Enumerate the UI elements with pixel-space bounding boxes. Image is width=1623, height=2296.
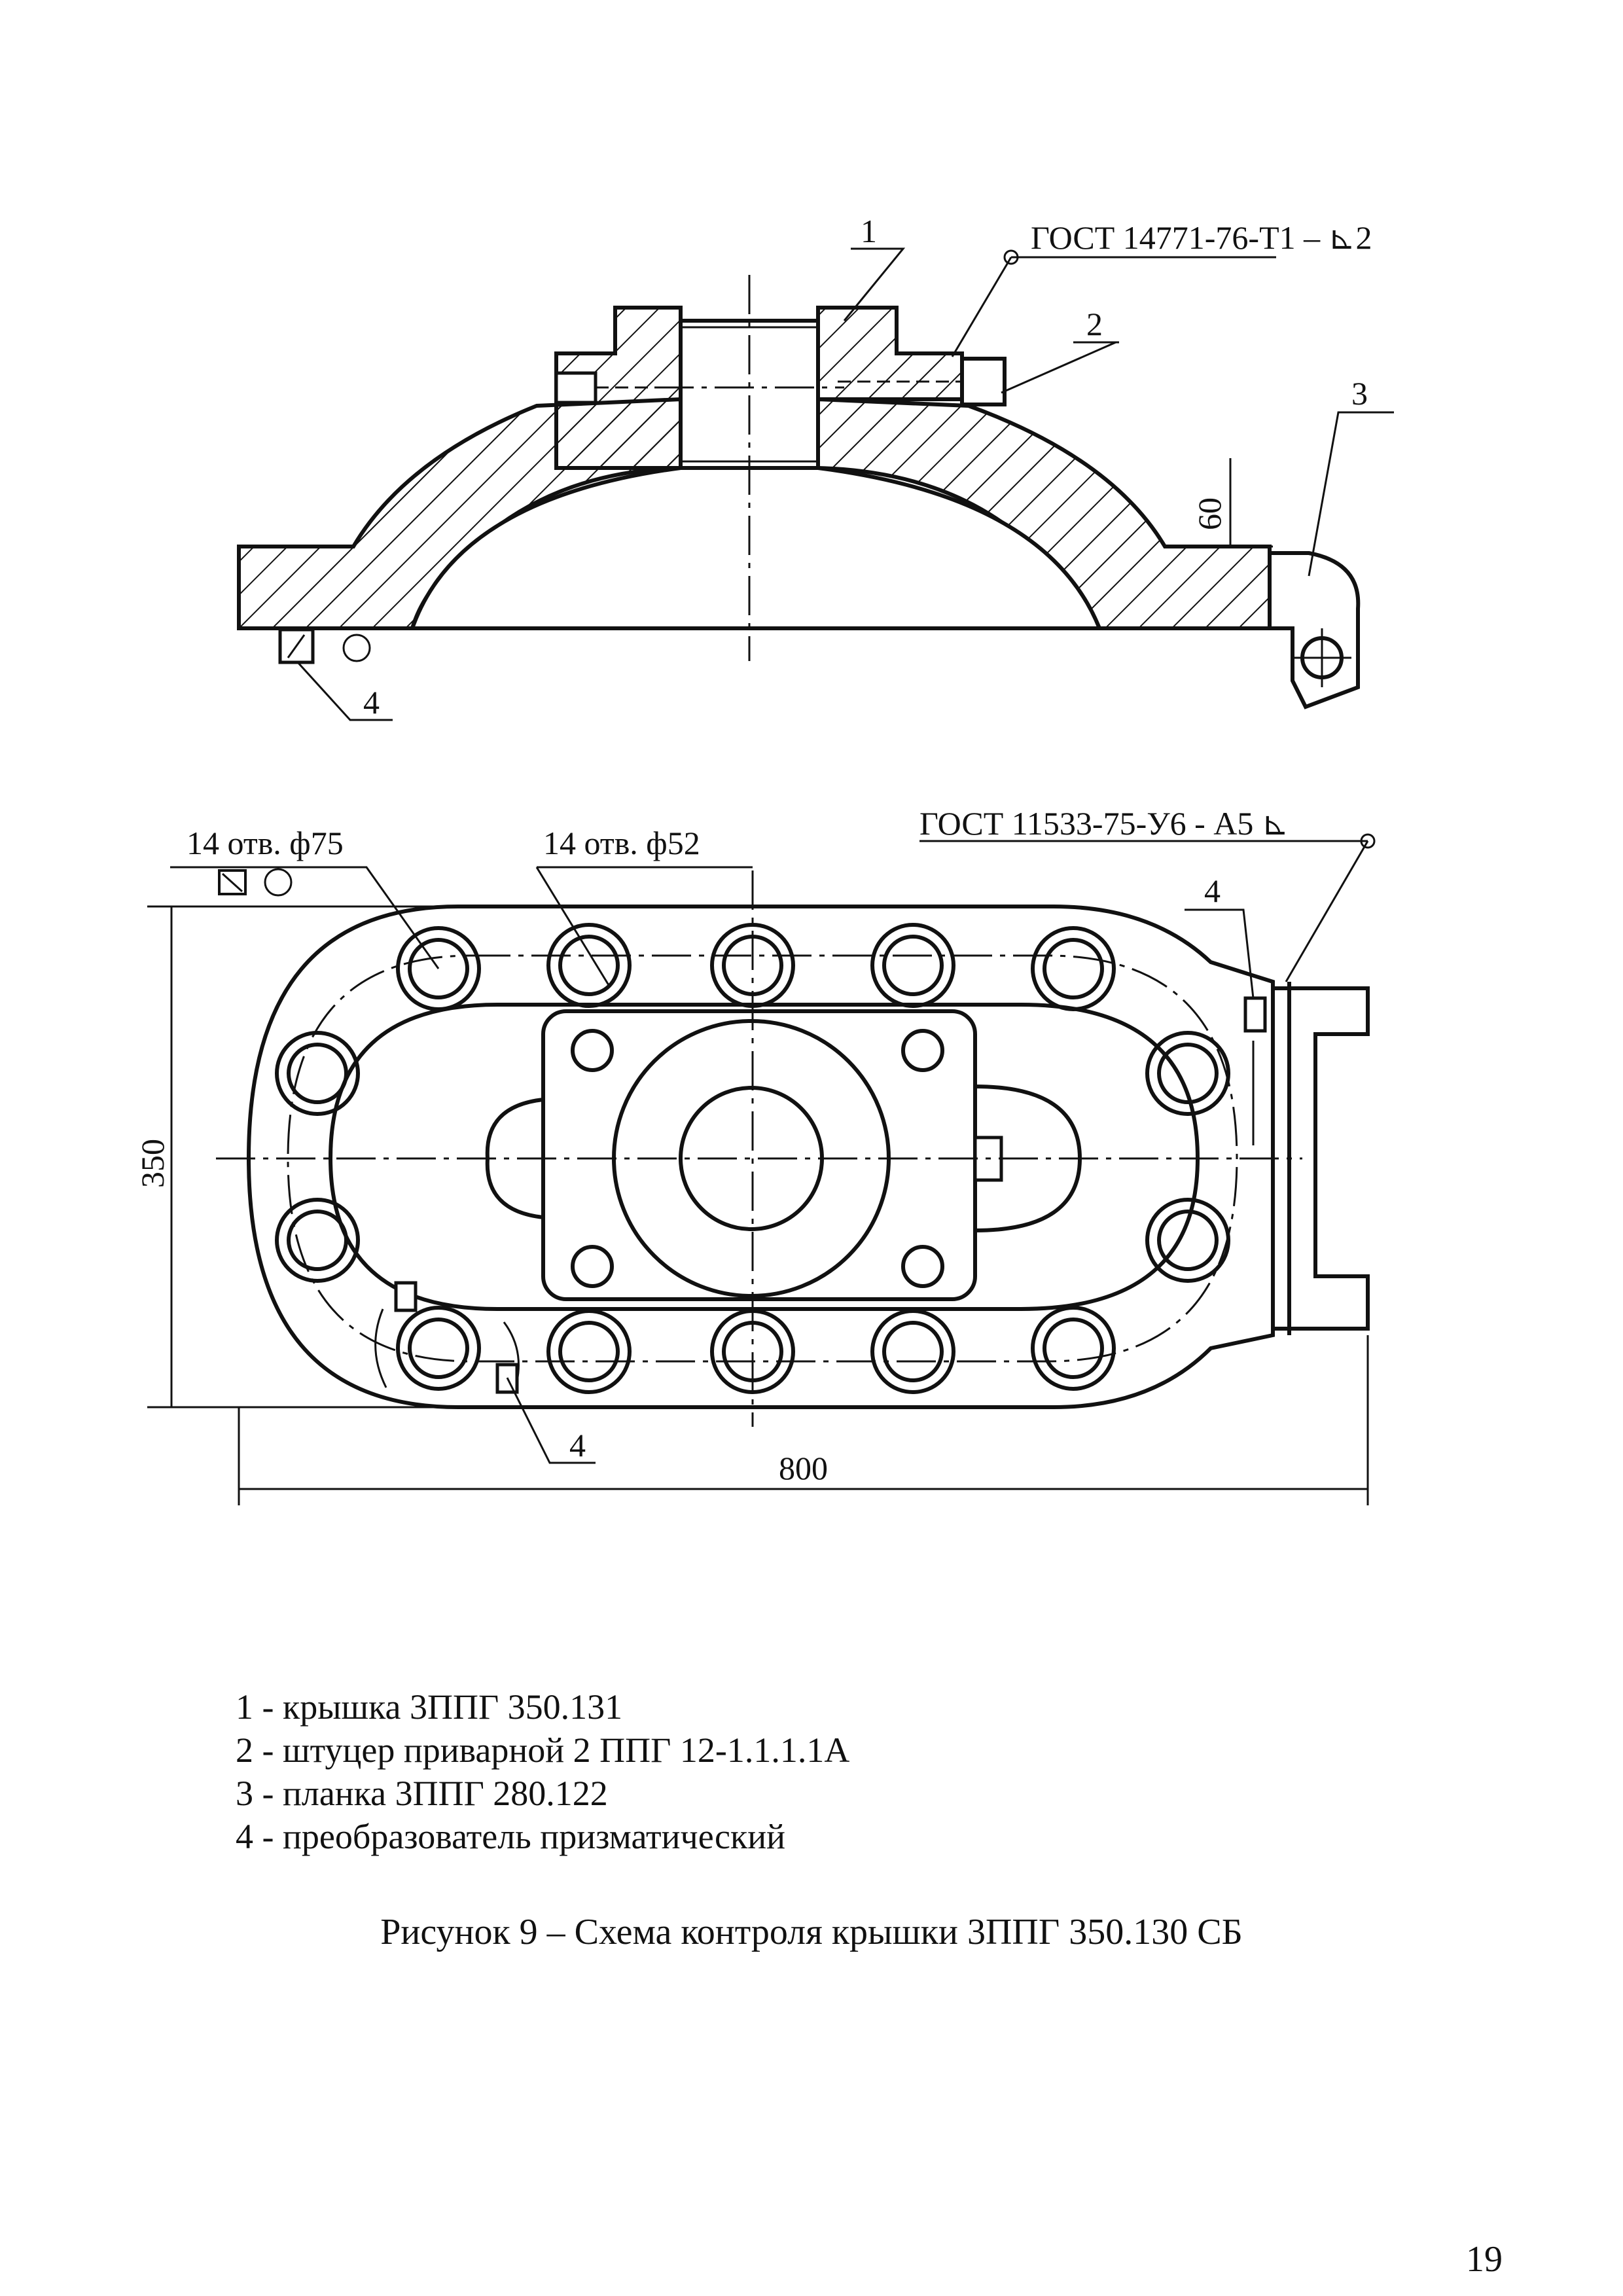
inner-oval [328, 1003, 1200, 1311]
dim-350: 350 [134, 1139, 171, 1188]
legend-item-4: 4 - преобразователь призматический [236, 1817, 786, 1856]
callout-2: 2 [1086, 306, 1103, 342]
dim-800: 800 [779, 1450, 828, 1486]
callout-4-plan-bottom: 4 [569, 1427, 586, 1463]
legend: 1 - крышка 3ППГ 350.131 2 - штуцер прива… [236, 1685, 849, 1858]
section-view: 60 1 ГОСТ 14771-76-Т1 – ⊾2 2 3 4 [237, 213, 1394, 721]
left-plug [554, 371, 597, 404]
prismatic-probe-section [278, 628, 315, 664]
callout-4-section: 4 [363, 684, 380, 721]
runout-symbol-1 [218, 869, 247, 895]
legend-item-1: 1 - крышка 3ППГ 350.131 [236, 1687, 623, 1727]
holes-52-label: 14 отв. ф52 [543, 825, 700, 861]
prismatic-probe-plan-left [394, 1281, 418, 1312]
plan-view: 14 отв. ф75 14 отв. ф52 ГОСТ 11533-75-У6… [134, 805, 1376, 1505]
prismatic-probe-plan-right [1243, 996, 1267, 1033]
figure-caption: Рисунок 9 – Схема контроля крышки 3ППГ 3… [380, 1912, 1243, 1952]
callout-3: 3 [1351, 375, 1368, 412]
gost-weld-label-2: ГОСТ 11533-75-У6 - А5 ⊾ [919, 805, 1289, 842]
bolt-holes [275, 923, 1230, 1394]
callout-4-plan-right: 4 [1204, 872, 1221, 909]
boss-right [816, 306, 964, 401]
bracket-plan [1273, 986, 1370, 1331]
cover-outer-contour [246, 905, 1275, 1409]
gost-weld-label-1: ГОСТ 14771-76-Т1 – ⊾2 [1031, 219, 1372, 256]
block-small-holes [571, 1029, 944, 1288]
callout-1: 1 [861, 213, 877, 249]
dim-60: 60 [1191, 497, 1228, 530]
bracket-plate [1268, 551, 1361, 709]
legend-item-3: 3 - планка 3ППГ 280.122 [236, 1774, 608, 1813]
welded-fitting [960, 357, 1007, 406]
holes-75-label: 14 отв. ф75 [187, 825, 344, 861]
page-number: 19 [1466, 2239, 1503, 2280]
legend-item-2: 2 - штуцер приварной 2 ППГ 12-1.1.1.1А [236, 1731, 850, 1770]
